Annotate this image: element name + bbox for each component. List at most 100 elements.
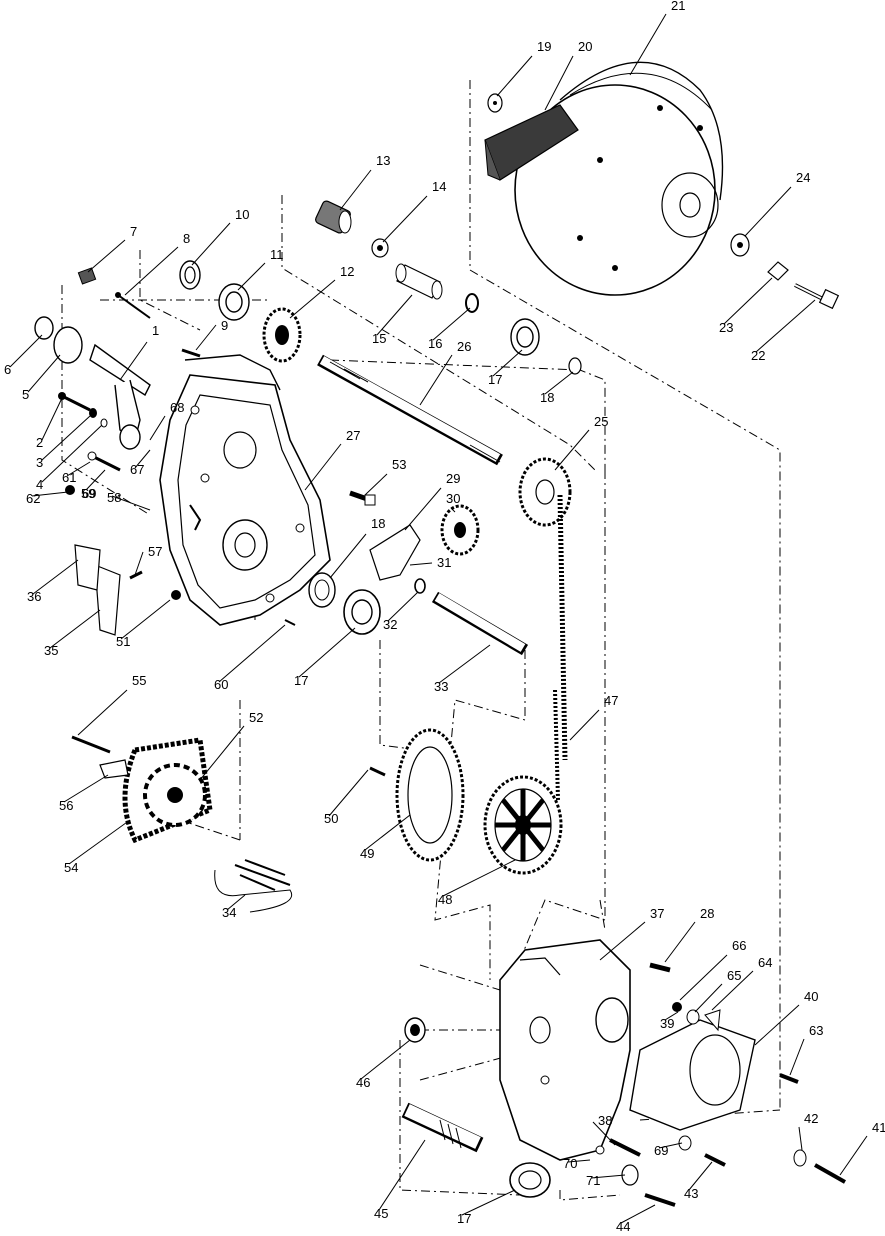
primary-clutch-21 [514, 61, 724, 296]
leader-line-12 [289, 279, 336, 319]
cap-5 [53, 326, 83, 364]
callout-35: 35 [44, 643, 58, 658]
leader-line-59 [85, 469, 106, 491]
leader-line-17 [298, 627, 356, 678]
callout-39: 39 [660, 1016, 674, 1031]
callout-9: 9 [221, 318, 228, 333]
callout-69: 69 [654, 1143, 668, 1158]
callout-69: 69 [82, 486, 96, 501]
plug-62 [65, 485, 75, 495]
leader-line-4 [41, 424, 103, 483]
callout-14: 14 [432, 179, 446, 194]
callout-38: 38 [598, 1113, 612, 1128]
leader-line-13 [339, 169, 372, 211]
callout-21: 21 [671, 0, 685, 13]
cap-6 [34, 316, 54, 340]
leader-line-41 [839, 1135, 868, 1176]
bearing-17-bottom [509, 1162, 551, 1198]
callout-59: 59 [81, 486, 95, 501]
callout-2: 2 [36, 435, 43, 450]
leader-line-57 [134, 551, 144, 576]
callout-29: 29 [446, 471, 460, 486]
leader-line-34 [226, 894, 246, 911]
callout-24: 24 [796, 170, 810, 185]
leader-line-53 [364, 473, 388, 496]
washer-23 [767, 261, 789, 281]
callout-22: 22 [751, 348, 765, 363]
leader-line-54 [68, 819, 131, 865]
leader-line-58 [111, 495, 151, 511]
washer-42 [793, 1149, 807, 1167]
leader-line-70 [567, 1159, 591, 1163]
callout-67: 67 [130, 462, 144, 477]
leader-line-1 [119, 341, 148, 381]
bolt-59 [87, 451, 121, 472]
bolt-2 [58, 392, 91, 412]
nut-66 [672, 1002, 682, 1012]
leader-line-69 [658, 1142, 683, 1149]
pin-60 [284, 619, 296, 626]
leader-line-62 [31, 491, 69, 497]
leader-line-33 [438, 644, 491, 684]
callout-1: 1 [152, 323, 159, 338]
main-case-27 [159, 354, 331, 626]
bolt-44 [644, 1193, 676, 1207]
callout-17: 17 [294, 673, 308, 688]
callout-44: 44 [616, 1219, 630, 1231]
screw-50 [369, 766, 386, 777]
leader-line-65 [694, 983, 723, 1013]
leader-line-56 [63, 774, 109, 803]
callout-70: 70 [563, 1156, 577, 1171]
callout-43: 43 [684, 1186, 698, 1201]
leader-line-38 [592, 1121, 616, 1146]
chain-47 [553, 494, 568, 801]
callout-41: 41 [872, 1120, 885, 1135]
leader-line-45 [378, 1139, 426, 1211]
callout-66: 66 [732, 938, 746, 953]
bolt-57 [129, 570, 143, 580]
washer-19 [487, 93, 503, 113]
callout-65: 65 [727, 968, 741, 983]
callout-13: 13 [376, 153, 390, 168]
leader-line-7 [87, 239, 126, 273]
callout-31: 31 [437, 555, 451, 570]
leader-line-23 [723, 277, 773, 325]
leader-line-61 [66, 461, 91, 477]
callout-57: 57 [148, 544, 162, 559]
seal-10 [179, 260, 201, 290]
leader-line-39 [664, 1011, 679, 1021]
callout-11: 11 [270, 247, 284, 262]
gear-30 [440, 504, 480, 556]
leader-line-42 [798, 1126, 803, 1151]
callout-46: 46 [356, 1075, 370, 1090]
callout-55: 55 [132, 673, 146, 688]
gear-49 [395, 728, 465, 862]
drive-belt-20 [484, 104, 579, 181]
callout-37: 37 [650, 906, 664, 921]
callout-40: 40 [804, 989, 818, 1004]
shaft-45 [401, 1102, 484, 1153]
plate-40 [629, 1019, 756, 1131]
leader-line-17 [492, 349, 523, 377]
leader-line-3 [41, 415, 91, 461]
callout-56: 56 [59, 798, 73, 813]
bearing-11 [218, 283, 250, 321]
shift-fork-29 [369, 524, 421, 581]
sprocket-52 [143, 763, 207, 827]
callout-54: 54 [64, 860, 78, 875]
needle-bearing-13 [315, 200, 352, 234]
leader-line-14 [382, 195, 428, 243]
callout-34: 34 [222, 905, 236, 920]
shaft-33 [431, 591, 529, 656]
leader-line-11 [237, 262, 266, 291]
callout-7: 7 [130, 224, 137, 239]
leader-line-18 [544, 371, 574, 395]
spacer-15 [395, 263, 443, 300]
leader-line-46 [360, 1039, 411, 1080]
ring-32 [414, 578, 426, 594]
callout-18: 18 [371, 516, 385, 531]
leader-line-10 [191, 222, 231, 266]
callout-51: 51 [116, 634, 130, 649]
